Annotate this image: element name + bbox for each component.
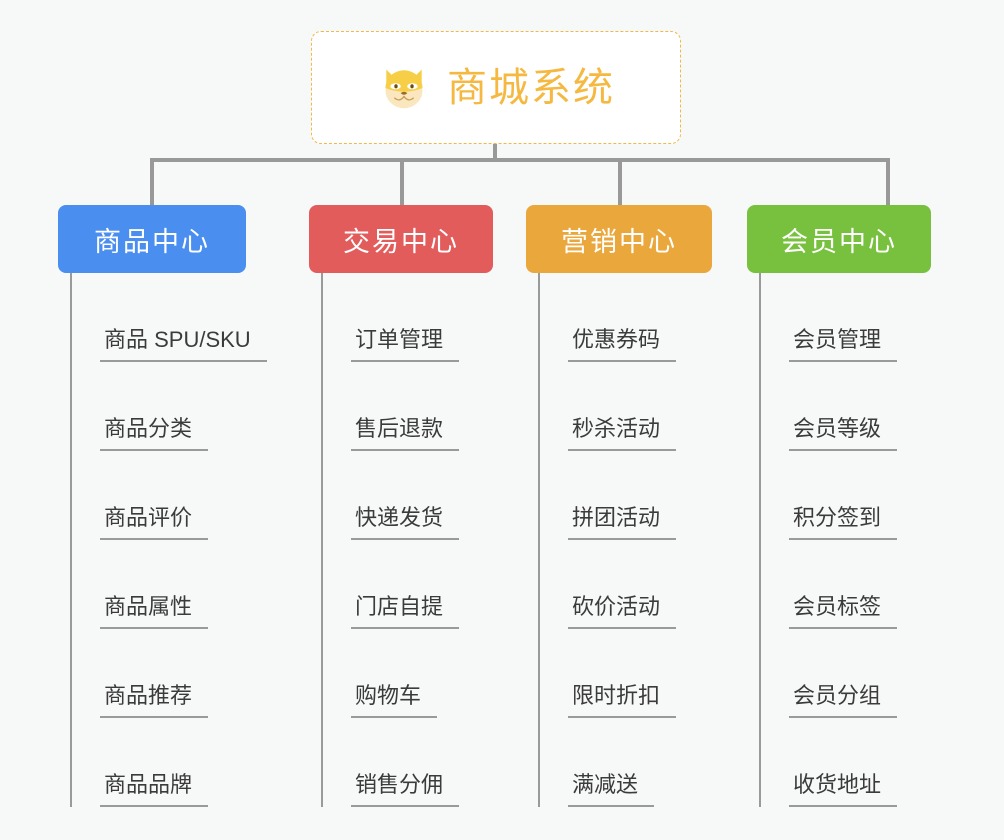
category-label: 交易中心 <box>343 226 459 257</box>
leaf-label: 收货地址 <box>789 771 898 807</box>
list-item[interactable]: 订单管理 <box>323 273 493 362</box>
leaf-label: 会员管理 <box>789 326 898 362</box>
branch-column-marketing: 营销中心 优惠券码 秒杀活动 拼团活动 砍价活动 限时折扣 满减送 <box>526 205 712 807</box>
list-item[interactable]: 拼团活动 <box>540 451 712 540</box>
leaf-label: 商品品牌 <box>100 771 209 807</box>
leaf-label: 会员分组 <box>789 682 898 718</box>
connector-horizontal-bus <box>150 158 890 162</box>
list-item[interactable]: 商品 SPU/SKU <box>72 273 267 362</box>
category-label: 营销中心 <box>561 226 677 257</box>
leaf-label: 商品评价 <box>100 504 209 540</box>
connector-root-stem <box>493 144 497 162</box>
list-item[interactable]: 积分签到 <box>761 451 931 540</box>
shiba-dog-icon <box>385 68 423 108</box>
leaf-label: 商品 SPU/SKU <box>100 326 267 362</box>
list-item[interactable]: 销售分佣 <box>323 718 493 807</box>
list-item[interactable]: 门店自提 <box>323 540 493 629</box>
leaf-label: 商品属性 <box>100 593 209 629</box>
connector-drop-4 <box>886 158 890 205</box>
category-label: 会员中心 <box>781 226 897 257</box>
leaf-label: 门店自提 <box>351 593 460 629</box>
connector-drop-2 <box>400 158 404 205</box>
leaf-list-marketing: 优惠券码 秒杀活动 拼团活动 砍价活动 限时折扣 满减送 <box>538 273 712 807</box>
list-item[interactable]: 会员等级 <box>761 362 931 451</box>
root-title: 商城系统 <box>447 65 615 110</box>
branch-column-trade: 交易中心 订单管理 售后退款 快递发货 门店自提 购物车 销售分佣 <box>309 205 493 807</box>
connector-drop-1 <box>150 158 154 205</box>
list-item[interactable]: 满减送 <box>540 718 712 807</box>
leaf-label: 售后退款 <box>351 415 460 451</box>
leaf-label: 拼团活动 <box>568 504 677 540</box>
category-label: 商品中心 <box>94 226 210 257</box>
connector-drop-3 <box>618 158 622 205</box>
leaf-label: 满减送 <box>568 771 655 807</box>
list-item[interactable]: 限时折扣 <box>540 629 712 718</box>
category-box-member[interactable]: 会员中心 <box>747 205 931 273</box>
list-item[interactable]: 商品属性 <box>72 540 246 629</box>
leaf-label: 销售分佣 <box>351 771 460 807</box>
list-item[interactable]: 会员管理 <box>761 273 931 362</box>
list-item[interactable]: 商品分类 <box>72 362 246 451</box>
list-item[interactable]: 商品推荐 <box>72 629 246 718</box>
leaf-label: 限时折扣 <box>568 682 677 718</box>
list-item[interactable]: 秒杀活动 <box>540 362 712 451</box>
list-item[interactable]: 会员分组 <box>761 629 931 718</box>
list-item[interactable]: 快递发货 <box>323 451 493 540</box>
leaf-label: 购物车 <box>351 682 438 718</box>
list-item[interactable]: 商品评价 <box>72 451 246 540</box>
list-item[interactable]: 优惠券码 <box>540 273 712 362</box>
leaf-label: 商品分类 <box>100 415 209 451</box>
leaf-list-trade: 订单管理 售后退款 快递发货 门店自提 购物车 销售分佣 <box>321 273 493 807</box>
category-box-marketing[interactable]: 营销中心 <box>526 205 712 273</box>
leaf-list-member: 会员管理 会员等级 积分签到 会员标签 会员分组 收货地址 <box>759 273 931 807</box>
leaf-label: 积分签到 <box>789 504 898 540</box>
leaf-label: 商品推荐 <box>100 682 209 718</box>
list-item[interactable]: 售后退款 <box>323 362 493 451</box>
list-item[interactable]: 商品品牌 <box>72 718 246 807</box>
branch-column-product: 商品中心 商品 SPU/SKU 商品分类 商品评价 商品属性 商品推荐 商品品牌 <box>58 205 267 807</box>
leaf-label: 秒杀活动 <box>568 415 677 451</box>
list-item[interactable]: 砍价活动 <box>540 540 712 629</box>
leaf-label: 会员标签 <box>789 593 898 629</box>
branch-column-member: 会员中心 会员管理 会员等级 积分签到 会员标签 会员分组 收货地址 <box>747 205 931 807</box>
leaf-label: 优惠券码 <box>568 326 677 362</box>
leaf-label: 订单管理 <box>351 326 460 362</box>
list-item[interactable]: 收货地址 <box>761 718 931 807</box>
leaf-label: 快递发货 <box>351 504 460 540</box>
leaf-label: 会员等级 <box>789 415 898 451</box>
list-item[interactable]: 会员标签 <box>761 540 931 629</box>
category-box-trade[interactable]: 交易中心 <box>309 205 493 273</box>
leaf-list-product: 商品 SPU/SKU 商品分类 商品评价 商品属性 商品推荐 商品品牌 <box>70 273 267 807</box>
list-item[interactable]: 购物车 <box>323 629 493 718</box>
category-box-product[interactable]: 商品中心 <box>58 205 246 273</box>
root-node-mall-system[interactable]: 商城系统 <box>311 31 681 144</box>
leaf-label: 砍价活动 <box>568 593 677 629</box>
